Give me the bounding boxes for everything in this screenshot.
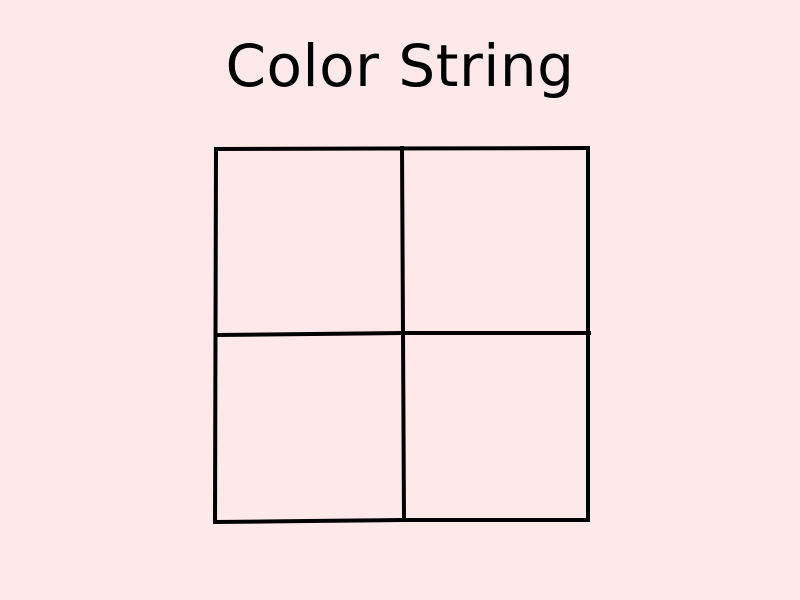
grid-lines — [212, 145, 591, 525]
grid-outer-bottom — [212, 518, 590, 525]
grid-divider-horizontal — [213, 331, 591, 338]
grid-cell-bottom-left[interactable] — [216, 334, 403, 521]
grid-cell-top-right[interactable] — [403, 149, 588, 333]
grid-cell-bottom-right[interactable] — [403, 333, 588, 520]
grid-cell-top-left[interactable] — [216, 149, 403, 333]
game-title: Color String — [225, 32, 575, 100]
